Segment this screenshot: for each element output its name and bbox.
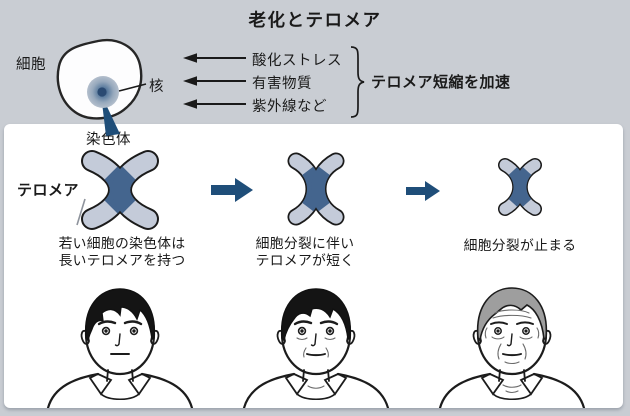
- stress-factor-2: 有害物質: [252, 76, 312, 92]
- chromosome-panel: 染色体 テロメア 若い細胞の染色体は: [4, 124, 623, 408]
- chromosome-icon-short-telomeres: [498, 158, 542, 216]
- elderly-man-icon: [438, 287, 586, 408]
- nucleus-label: 核: [149, 79, 164, 95]
- cell-icon: [56, 38, 147, 136]
- right-arrow-icon: [406, 181, 440, 201]
- middle-aged-man-icon: [242, 288, 390, 408]
- chromosome-icon-shorter-telomeres: [287, 152, 345, 226]
- right-arrow-icon: [211, 178, 253, 202]
- left-arrow-icon: [183, 53, 246, 63]
- nucleolus-dot: [97, 87, 107, 97]
- young-man-icon: [46, 288, 194, 408]
- stress-factor-3: 紫外線など: [252, 99, 327, 115]
- effect-label: テロメア短縮を加速: [371, 74, 511, 91]
- chromosome-label: 染色体: [86, 132, 131, 148]
- left-arrow-icon: [183, 99, 246, 109]
- stage-caption-2: 細胞分裂に伴い テロメアが短く: [255, 236, 355, 268]
- stress-factor-1: 酸化ストレス: [252, 53, 342, 69]
- page-title: 老化とテロメア: [248, 10, 382, 30]
- telomere-label: テロメア: [17, 182, 80, 199]
- brace-icon: [350, 46, 365, 118]
- telomere-callout-line: [76, 198, 86, 226]
- nucleus-callout-line: [118, 83, 147, 92]
- cell-label: 細胞: [16, 57, 46, 73]
- stage-caption-3: 細胞分裂が止まる: [463, 238, 577, 253]
- stage-caption-1: 若い細胞の染色体は 長いテロメアを持つ: [58, 236, 186, 268]
- chromosome-icon-long-telomeres: [81, 150, 159, 230]
- left-arrow-icon: [183, 76, 246, 86]
